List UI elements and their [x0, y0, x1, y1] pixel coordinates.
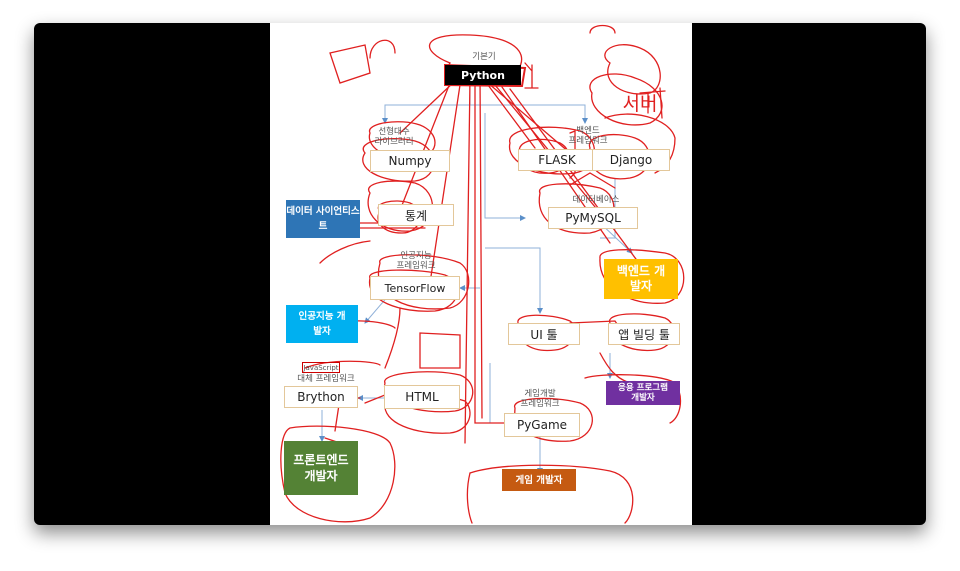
- backend-developer-label: 백엔드 개발자: [616, 264, 666, 293]
- game-developer-label: 게임 개발자: [515, 474, 563, 486]
- pygame-node: PyGame: [504, 413, 580, 437]
- django-node: Django: [592, 149, 670, 171]
- game-framework-caption: 게임개발 프레임워크: [508, 388, 572, 410]
- linear-algebra-caption-line1: 선형대수: [378, 127, 410, 137]
- statistics-label: 통계: [404, 208, 428, 223]
- ai-developer-label: 인공지능 개발자: [298, 311, 346, 337]
- brython-node: Brython: [284, 386, 358, 408]
- game-framework-caption-line1: 게임개발: [524, 389, 556, 399]
- flask-node: FLASK: [518, 149, 596, 171]
- slide-canvas: 기본기 Python 선형대수 라이브러리 Numpy 통계 백엔드 프레임워크…: [270, 23, 692, 525]
- backend-framework-caption-line2: 프레임워크: [568, 136, 608, 146]
- flask-label: FLASK: [538, 153, 576, 167]
- database-caption-text: 데이터베이스: [572, 195, 620, 205]
- alternative-framework-caption-text: 대체 프레임워크: [297, 373, 355, 384]
- tensorflow-node: TensorFlow: [370, 276, 460, 300]
- basic-caption-text: 기본기: [472, 52, 496, 62]
- ai-developer-role: 인공지능 개발자: [286, 305, 358, 343]
- pygame-label: PyGame: [516, 418, 568, 432]
- ai-framework-caption: 인공지능 프레임워크: [386, 250, 446, 272]
- app-developer-role: 응용 프로그램 개발자: [606, 381, 680, 405]
- linear-algebra-caption-line2: 라이브러리: [374, 137, 414, 147]
- numpy-node: Numpy: [370, 150, 450, 172]
- server-annotation-text: 서버: [622, 92, 658, 115]
- app-building-tool-node: 앱 빌딩 툴: [608, 323, 680, 345]
- frontend-developer-role: 프론트엔드 개발자: [284, 441, 358, 495]
- javascript-caption: JavaScript: [302, 362, 340, 373]
- basic-caption: 기본기: [466, 51, 502, 63]
- app-developer-label: 응용 프로그램 개발자: [618, 383, 668, 403]
- html-label: HTML: [405, 390, 439, 404]
- pymysql-node: PyMySQL: [548, 207, 638, 229]
- html-node: HTML: [384, 385, 460, 409]
- ai-framework-caption-line1: 인공지능: [400, 251, 432, 261]
- linear-algebra-caption: 선형대수 라이브러리: [364, 126, 424, 148]
- server-handwritten-annotation: 서버: [610, 87, 670, 117]
- presentation-window: 기본기 Python 선형대수 라이브러리 Numpy 통계 백엔드 프레임워크…: [34, 23, 926, 525]
- game-developer-role: 게임 개발자: [502, 469, 576, 491]
- app-building-tool-label: 앱 빌딩 툴: [618, 327, 670, 342]
- tensorflow-label: TensorFlow: [384, 281, 446, 295]
- backend-framework-caption-line1: 백엔드: [576, 126, 600, 136]
- game-framework-caption-line2: 프레임워크: [520, 399, 560, 409]
- data-scientist-role: 데이터 사이언티스트: [286, 200, 360, 238]
- ai-framework-caption-line2: 프레임워크: [396, 261, 436, 271]
- django-label: Django: [609, 153, 653, 167]
- ui-tool-node: UI 툴: [508, 323, 580, 345]
- ui-tool-label: UI 툴: [530, 327, 558, 342]
- numpy-label: Numpy: [388, 154, 432, 168]
- python-node: Python: [445, 65, 521, 85]
- data-scientist-label: 데이터 사이언티스트: [286, 206, 360, 232]
- python-label: Python: [461, 68, 505, 82]
- backend-framework-caption: 백엔드 프레임워크: [556, 125, 620, 147]
- pymysql-label: PyMySQL: [565, 211, 621, 225]
- alternative-framework-caption: 대체 프레임워크: [288, 373, 364, 384]
- javascript-caption-text: JavaScript: [303, 363, 339, 372]
- statistics-node: 통계: [378, 204, 454, 226]
- backend-developer-role: 백엔드 개발자: [604, 259, 678, 299]
- database-caption: 데이터베이스: [558, 194, 634, 206]
- frontend-developer-label: 프론트엔드 개발자: [293, 453, 349, 483]
- brython-label: Brython: [297, 390, 345, 404]
